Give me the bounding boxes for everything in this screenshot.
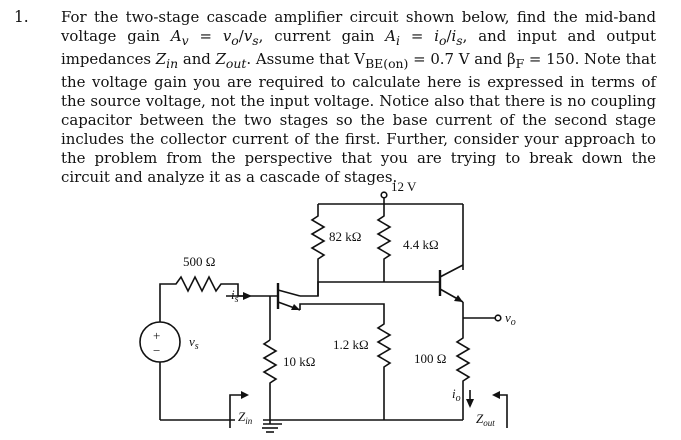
resistor-1k2-label: 1.2 kΩ bbox=[333, 337, 369, 352]
source-plus: + bbox=[153, 328, 160, 343]
q1-collector-wire bbox=[300, 281, 384, 297]
io-arrow: io bbox=[452, 386, 474, 408]
resistor-10k-label: 10 kΩ bbox=[283, 354, 315, 369]
resistor-82k-label: 82 kΩ bbox=[329, 229, 361, 244]
resistor-500: 500 Ω bbox=[159, 254, 244, 297]
supply-label: 12 V bbox=[391, 179, 417, 194]
zin-marker: Zin bbox=[229, 391, 263, 428]
resistor-1k2: 1.2 kΩ bbox=[333, 310, 392, 420]
transistor-q1 bbox=[276, 283, 301, 311]
is-arrow: is bbox=[226, 287, 252, 305]
io-label: io bbox=[452, 386, 461, 404]
resistor-82k: 82 kΩ bbox=[310, 204, 361, 296]
vo-label: vo bbox=[505, 310, 516, 328]
zout-label: Zout bbox=[476, 411, 495, 428]
resistor-100: 100 Ω bbox=[414, 318, 471, 420]
is-label: is bbox=[231, 287, 239, 305]
resistor-4k4: 4.4 kΩ bbox=[376, 204, 439, 282]
resistor-500-label: 500 Ω bbox=[183, 254, 215, 269]
supply-terminal: 12 V bbox=[380, 179, 417, 204]
vs-label: vs bbox=[189, 334, 199, 352]
resistor-100-label: 100 Ω bbox=[414, 351, 446, 366]
transistor-q2 bbox=[438, 264, 464, 318]
zout-marker: Zout bbox=[474, 391, 508, 428]
problem-number: 1. bbox=[14, 8, 29, 26]
zin-label: Zin bbox=[238, 409, 253, 426]
problem-statement: For the two-stage cascade amplifier circ… bbox=[61, 8, 656, 186]
voltage-source: + − vs bbox=[139, 296, 199, 420]
output-terminal: vo bbox=[463, 310, 516, 328]
source-minus: − bbox=[153, 343, 160, 358]
resistor-10k: 10 kΩ bbox=[262, 339, 315, 420]
resistor-4k4-label: 4.4 kΩ bbox=[403, 237, 439, 252]
